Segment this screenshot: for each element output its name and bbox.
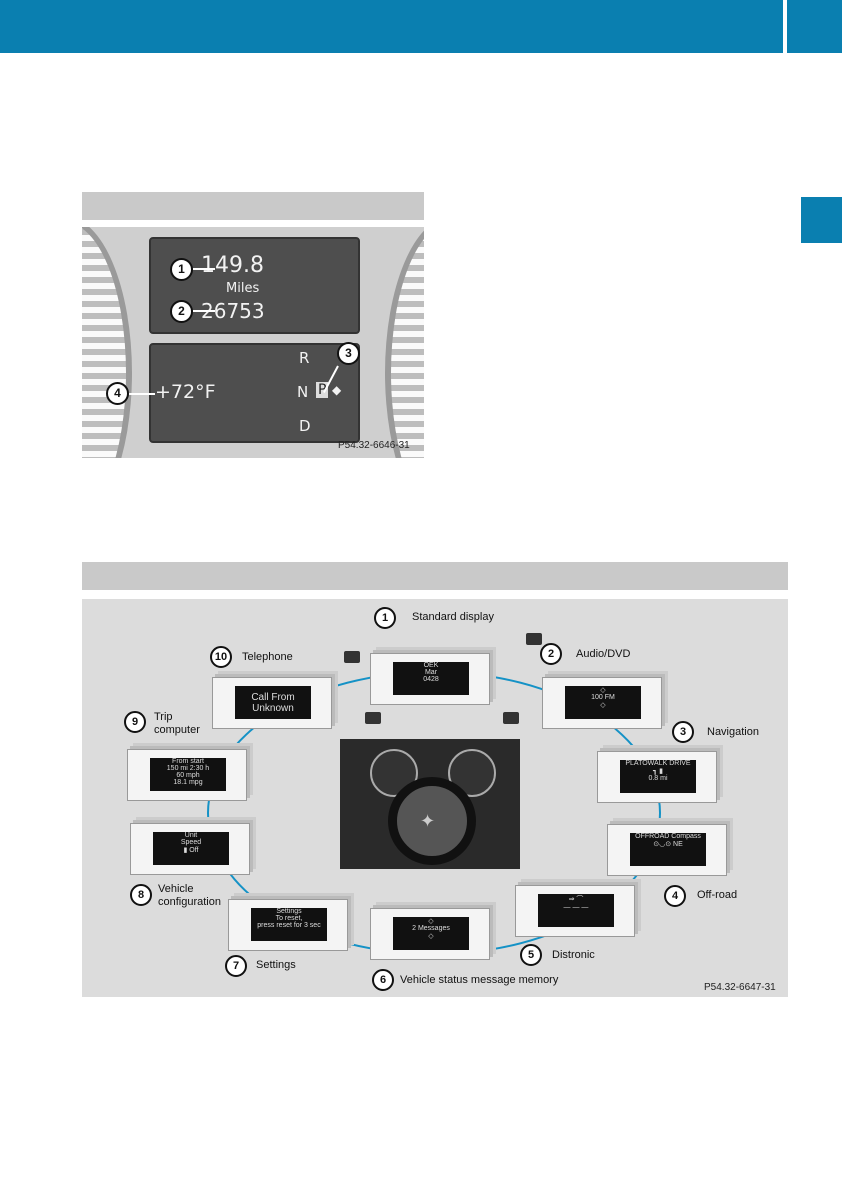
phone-button-icon xyxy=(344,651,360,663)
menu-num-2: 2 xyxy=(540,643,562,665)
menu-num-10: 10 xyxy=(210,646,232,668)
menu-label-trip-computer: Trip computer xyxy=(154,711,200,736)
menu-num-5: 5 xyxy=(520,944,542,966)
figure-code-2: P54.32-6647-31 xyxy=(704,982,776,993)
menu-num-8: 8 xyxy=(130,884,152,906)
left-gauge xyxy=(82,227,132,458)
section-header-menus xyxy=(82,562,788,590)
page-right-icon xyxy=(503,712,519,724)
gear-updown-icon: ◆ xyxy=(332,383,342,397)
menu-label-audio: Audio/DVD xyxy=(576,648,631,660)
menu-num-1: 1 xyxy=(374,607,396,629)
callout-4-line xyxy=(129,393,155,395)
figure-code-1: P54.32-6646-31 xyxy=(338,440,410,451)
trip-value: 149.8 xyxy=(201,253,264,278)
menu-label-distronic: Distronic xyxy=(552,949,595,961)
menu-label-standard-display: Standard display xyxy=(412,611,494,623)
callout-2: 2 xyxy=(170,300,193,323)
section-header-cluster xyxy=(82,192,424,220)
menu-card-offroad: OFFROAD Compass⊙◡⊙ NE xyxy=(607,824,727,876)
chapter-tab xyxy=(801,197,842,243)
bottom-display: +72°F R N P ◆ D xyxy=(149,343,360,443)
callout-4: 4 xyxy=(106,382,129,405)
callout-1-line xyxy=(193,268,215,270)
header-bar-tab xyxy=(787,0,842,53)
menu-num-9: 9 xyxy=(124,711,146,733)
menu-card-navigation: PLATOWALK DRIVE┓ ▮0.8 mi xyxy=(597,751,717,803)
menu-num-4: 4 xyxy=(664,885,686,907)
menu-label-offroad: Off-road xyxy=(697,889,738,901)
logo-icon: ✦ xyxy=(420,811,436,831)
menu-label-message-memory: Vehicle status message memory xyxy=(400,974,559,986)
menu-label-telephone: Telephone xyxy=(242,651,293,663)
gear-r: R xyxy=(299,349,310,367)
gear-n: N xyxy=(297,383,309,401)
menu-label-settings: Settings xyxy=(256,959,296,971)
menu-card-distronic: ⇒ ⌒— — — xyxy=(515,885,635,937)
temperature: +72°F xyxy=(155,381,216,403)
menu-num-6: 6 xyxy=(372,969,394,991)
menu-card-message-memory: ◇2 Messages◇ xyxy=(370,908,490,960)
gear-d: D xyxy=(299,417,311,435)
right-gauge xyxy=(385,227,424,458)
callout-3: 3 xyxy=(337,342,360,365)
menu-label-vehicle-config: Vehicle configuration xyxy=(158,883,221,908)
steering-wheel xyxy=(388,777,476,865)
page-left-icon xyxy=(365,712,381,724)
header-bar xyxy=(0,0,783,53)
unit-label: Miles xyxy=(226,281,260,296)
instrument-cluster-figure: 149.8 Miles 26753 +72°F R N P ◆ D 1 2 3 … xyxy=(82,227,424,458)
menu-card-audio: ◇100 FM◇ xyxy=(542,677,662,729)
menu-num-3: 3 xyxy=(672,721,694,743)
callout-1: 1 xyxy=(170,258,193,281)
menu-num-7: 7 xyxy=(225,955,247,977)
callout-2-line xyxy=(193,310,215,312)
steering-wheel-photo: ✦ xyxy=(340,739,520,869)
menu-label-navigation: Navigation xyxy=(707,726,759,738)
back-button-icon xyxy=(526,633,542,645)
